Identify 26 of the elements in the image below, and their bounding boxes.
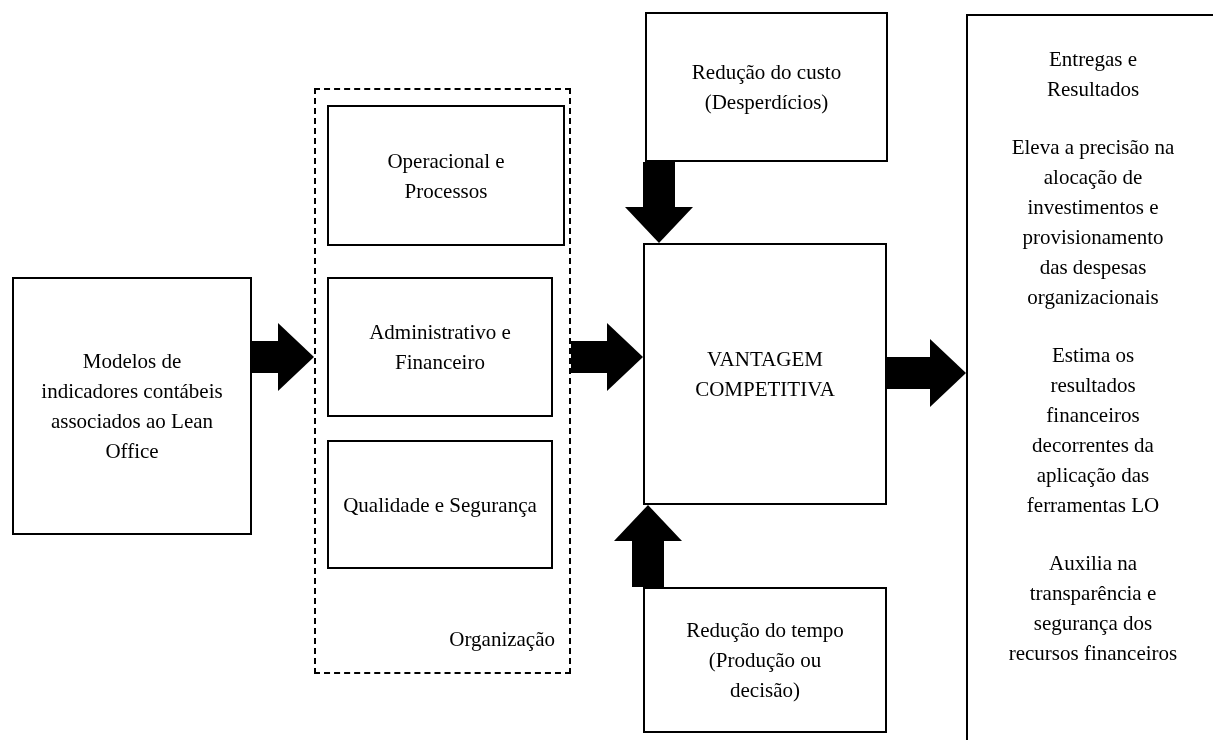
block-arrow	[625, 162, 693, 243]
factor-box	[643, 587, 887, 733]
category-box	[327, 105, 565, 246]
group-label: Organização	[449, 626, 555, 653]
box-label: Redução do tempo (Produção ou decisão)	[685, 617, 845, 704]
panel-paragraph: Auxilia na transparência e segurança dos recursos financeiros	[1008, 550, 1178, 667]
process-box	[12, 277, 252, 535]
factor-box	[645, 12, 888, 162]
block-arrow	[887, 339, 966, 407]
block-arrow	[571, 323, 643, 391]
box-label: Qualidade e Segurança	[342, 491, 538, 519]
panel-paragraph: Eleva a precisão na alocação de investimentos e provisionamento das despesas organizacionais	[1010, 134, 1176, 311]
block-arrow	[614, 505, 682, 587]
box-label: VANTAGEM COMPETITIVA	[694, 346, 836, 403]
result-box	[643, 243, 887, 505]
block-arrow	[252, 323, 314, 391]
category-box	[327, 277, 553, 417]
panel-heading: Entregas e Resultados	[1045, 46, 1141, 103]
box-label: Administrativo e Financeiro	[368, 319, 512, 376]
category-box	[327, 440, 553, 569]
output-panel	[966, 14, 1213, 740]
box-label: Redução do custo (Desperdícios)	[690, 59, 843, 116]
box-label: Modelos de indicadores contábeis associados ao Lean Office	[40, 348, 224, 465]
group-box	[314, 88, 571, 674]
panel-paragraph: Estima os resultados financeiros decorrentes da aplicação das ferramentas LO	[1025, 342, 1161, 519]
box-label: Operacional e Processos	[386, 147, 506, 205]
